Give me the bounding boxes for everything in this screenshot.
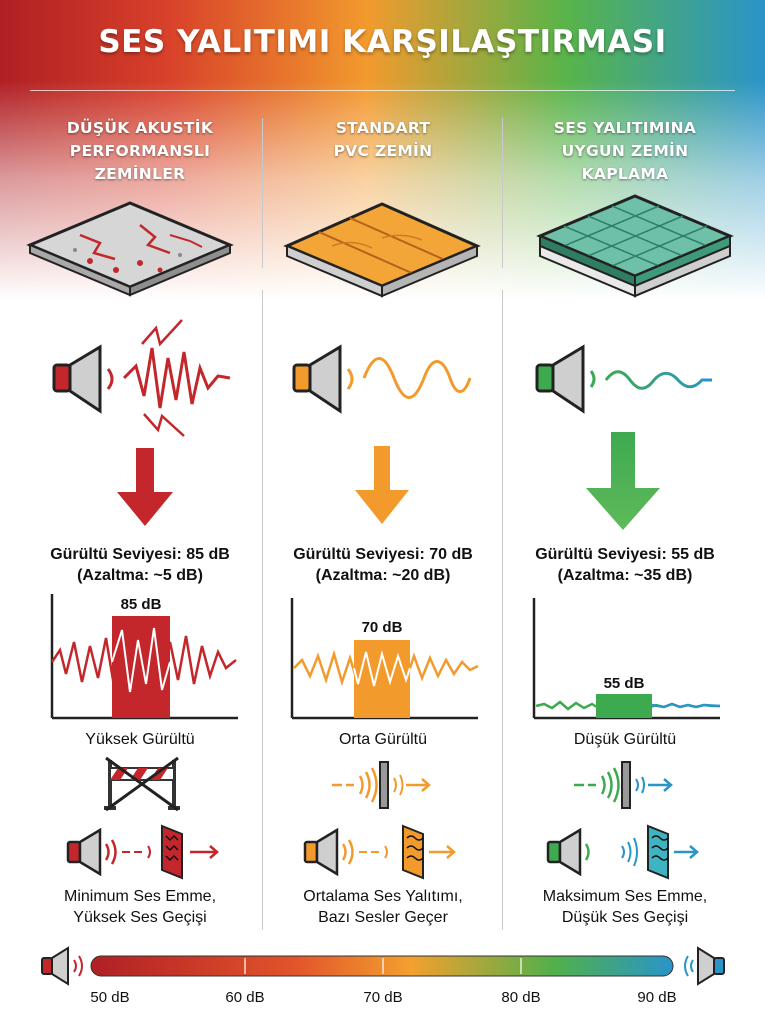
sine-sound-wave-icon (362, 357, 472, 399)
column-3-level-label: Düşük Gürültü (573, 731, 677, 748)
column-3-summary-line-1: Maksimum Ses Emme, (542, 888, 708, 905)
absorber-panel-icon (303, 824, 456, 880)
column-2-noise-level: Gürültü Seviyesi: 70 dB (Azaltma: ~20 dB… (258, 544, 508, 586)
column-divider-1 (262, 118, 263, 268)
sound-barrier-icon (574, 761, 673, 809)
column-1-title-line-3: ZEMİNLER (94, 165, 186, 183)
column-divider-2 (502, 118, 503, 268)
title-divider (30, 90, 735, 91)
column-3-noise-chart: 55 dB (532, 598, 721, 720)
column-2-reduction: (Azaltma: ~20 dB) (315, 567, 451, 584)
column-3-reduction: (Azaltma: ~35 dB) (557, 567, 693, 584)
column-3-title-line-1: SES YALITIMINA (553, 119, 697, 137)
scale-label-50: 50 dB (90, 989, 130, 1006)
column-1-noise-level: Gürültü Seviyesi: 85 dB (Azaltma: ~5 dB) (15, 544, 265, 586)
column-3-title-line-3: KAPLAMA (581, 165, 669, 183)
absorber-panel-icon (66, 824, 219, 880)
column-3-db-label: 55 dB (604, 675, 645, 692)
column-1-title-line-2: PERFORMANSLI (69, 142, 211, 160)
column-1-reduction: (Azaltma: ~5 dB) (77, 567, 203, 584)
column-3-title-line-2: UYGUN ZEMİN (561, 142, 689, 160)
column-2-summary-line-1: Ortalama Ses Yalıtımı, (303, 888, 463, 905)
speaker-icon (292, 344, 354, 414)
sound-barrier-icon (332, 761, 431, 809)
small-sound-wave-icon (604, 370, 712, 390)
column-1-noise-chart: 85 dB (50, 594, 238, 720)
wood-pvc-floor-icon (283, 202, 481, 298)
column-3-title: SES YALITIMINA UYGUN ZEMİN KAPLAMA (505, 117, 745, 186)
jagged-sound-wave-icon (122, 319, 231, 437)
column-2-summary: Ortalama Ses Yalıtımı, Bazı Sesler Geçer (258, 886, 508, 928)
scale-label-70: 70 dB (363, 989, 403, 1006)
column-1-summary-line-2: Yüksek Ses Geçişi (73, 909, 207, 926)
column-2-noise-chart: 70 dB (290, 598, 479, 720)
blue-speaker-icon (684, 946, 725, 986)
column-1-level-label: Yüksek Gürültü (85, 731, 195, 748)
column-2-title-line-2: PVC ZEMİN (333, 142, 433, 160)
column-divider-2-lower (502, 290, 503, 930)
column-2-title: STANDART PVC ZEMİN (263, 117, 503, 163)
layered-acoustic-floor-icon (536, 194, 734, 298)
column-2-noise-value: Gürültü Seviyesi: 70 dB (293, 546, 473, 563)
down-arrow-icon (355, 446, 409, 524)
scale-label-80: 80 dB (501, 989, 541, 1006)
column-3-summary: Maksimum Ses Emme, Düşük Ses Geçişi (500, 886, 750, 928)
column-2-title-line-1: STANDART (335, 119, 431, 137)
column-2-db-label: 70 dB (362, 619, 403, 636)
red-speaker-icon (41, 946, 83, 986)
column-1-noise-value: Gürültü Seviyesi: 85 dB (50, 546, 230, 563)
column-2-summary-line-2: Bazı Sesler Geçer (318, 909, 448, 926)
column-2-level-label: Orta Gürültü (338, 731, 428, 748)
crossed-barrier-icon (104, 756, 180, 812)
down-arrow-icon (586, 432, 660, 530)
scale-label-90: 90 dB (637, 989, 677, 1006)
speaker-icon (535, 344, 596, 414)
column-1-title: DÜŞÜK AKUSTİK PERFORMANSLI ZEMİNLER (20, 117, 260, 186)
decibel-scale-bar (90, 955, 674, 977)
column-3-noise-value: Gürültü Seviyesi: 55 dB (535, 546, 715, 563)
column-1-summary-line-1: Minimum Ses Emme, (63, 888, 217, 905)
speaker-icon (52, 344, 114, 414)
column-3-summary-line-2: Düşük Ses Geçişi (561, 909, 689, 926)
column-3-noise-level: Gürültü Seviyesi: 55 dB (Azaltma: ~35 dB… (500, 544, 750, 586)
column-divider-1-lower (262, 290, 263, 930)
column-1-summary: Minimum Ses Emme, Yüksek Ses Geçişi (15, 886, 265, 928)
scale-label-60: 60 dB (225, 989, 265, 1006)
column-1-title-line-1: DÜŞÜK AKUSTİK (66, 119, 214, 137)
down-arrow-icon (117, 448, 173, 526)
page-title: SES YALITIMI KARŞILAŞTIRMASI (98, 24, 667, 60)
column-1-db-label: 85 dB (121, 596, 162, 613)
absorber-panel-icon (546, 824, 699, 880)
cracked-concrete-floor-icon (26, 201, 234, 297)
